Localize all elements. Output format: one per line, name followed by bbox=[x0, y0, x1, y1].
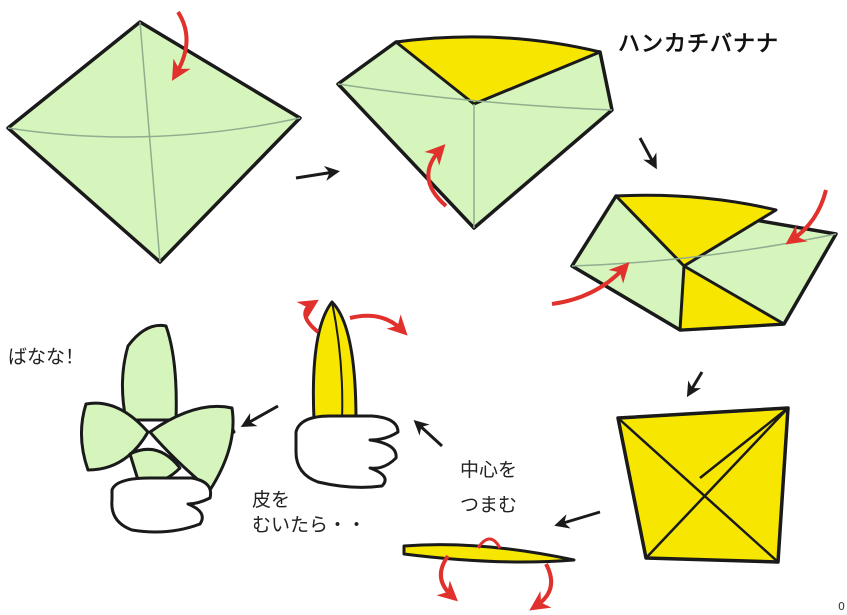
page-title: ハンカチバナナ bbox=[618, 26, 779, 58]
step-arrow-1-icon bbox=[296, 172, 334, 178]
twist-right-arrow-icon bbox=[536, 564, 551, 606]
step1-square-cloth bbox=[8, 12, 300, 262]
step5-pinched-center bbox=[404, 539, 574, 606]
step7-peeled-banana bbox=[81, 325, 234, 532]
twist-left-arrow-icon bbox=[441, 556, 452, 596]
step4-yellow-square bbox=[618, 408, 788, 562]
hand-icon bbox=[296, 416, 398, 487]
step-arrow-3-icon bbox=[690, 372, 702, 392]
pinch-label-line1: 中心を bbox=[460, 458, 517, 482]
step6-banana-held bbox=[296, 302, 402, 487]
peel-label-line1: 皮を bbox=[252, 488, 290, 512]
step-arrow-4-icon bbox=[560, 512, 600, 524]
peel-left-arrow-icon bbox=[305, 304, 318, 332]
peel-label-line2: むいたら・・ bbox=[252, 513, 366, 537]
step-arrow-2-icon bbox=[640, 138, 654, 164]
step2-folded-top bbox=[338, 37, 612, 228]
hand-holding-banana-icon bbox=[112, 478, 211, 532]
page-number: 0 bbox=[838, 600, 845, 613]
pinch-label-line2: つまむ bbox=[460, 493, 517, 517]
step-arrow-5-icon bbox=[418, 424, 442, 446]
step3-folded-both-ends bbox=[552, 190, 836, 330]
banana-label: ばなな！ bbox=[8, 345, 84, 369]
step-arrow-6-icon bbox=[246, 406, 278, 424]
peel-right-arrow-icon bbox=[350, 316, 402, 330]
